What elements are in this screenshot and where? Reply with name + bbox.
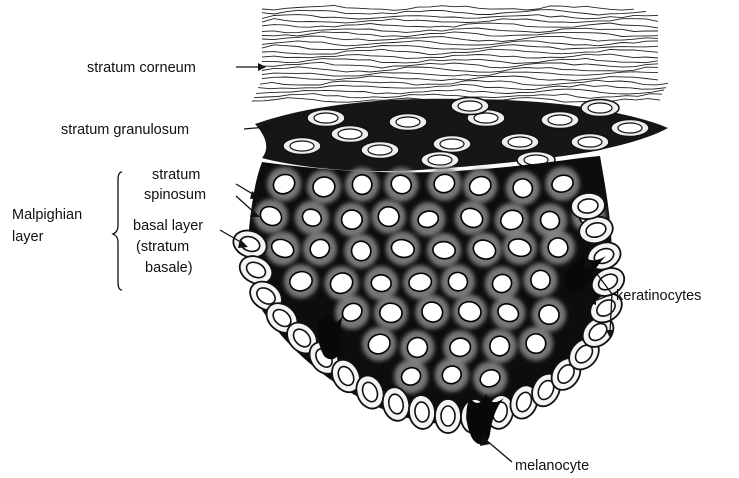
corneum-line [262, 67, 658, 72]
stratum-corneum-layer [252, 5, 668, 102]
corneum-line [262, 5, 634, 10]
keratinocyte-nucleus [341, 210, 362, 230]
corneum-line [262, 36, 658, 41]
basal-nucleus [441, 406, 455, 426]
label-basal-layer-line1: basal layer [133, 218, 203, 234]
label-keratinocytes: keratinocytes [616, 288, 701, 304]
granulosum-nucleus [458, 101, 482, 111]
granulosum-nucleus [338, 129, 362, 139]
corneum-line [262, 62, 658, 68]
label-stratum-spinosum-line2: spinosum [144, 187, 206, 203]
corneum-line [262, 72, 658, 76]
label-stratum-granulosum: stratum granulosum [61, 122, 189, 138]
label-basal-layer-line3: basale) [145, 260, 193, 276]
label-malpighian-line1: Malpighian [12, 207, 82, 223]
granulosum-nucleus [440, 139, 464, 149]
corneum-line [256, 89, 664, 94]
granulosum-nucleus [368, 145, 392, 155]
stratum-granulosum-layer [255, 98, 668, 172]
label-stratum-corneum: stratum corneum [87, 60, 196, 76]
label-basal-layer-line2: (stratum [136, 239, 189, 255]
label-melanocyte: melanocyte [515, 458, 589, 474]
label-malpighian-line2: layer [12, 229, 44, 245]
corneum-line [254, 94, 662, 99]
granulosum-nucleus [508, 137, 532, 147]
label-stratum-spinosum-line1: stratum [152, 167, 200, 183]
corneum-line [262, 19, 658, 23]
granulosum-nucleus [618, 123, 642, 133]
corneum-line [262, 49, 658, 55]
corneum-line [262, 76, 658, 81]
granulosum-nucleus [396, 117, 420, 127]
granulosum-nucleus [588, 103, 612, 113]
keratinocyte-nucleus [379, 302, 403, 323]
corneum-line [262, 23, 658, 28]
granulosum-nucleus [578, 137, 602, 147]
corneum-line [262, 54, 658, 58]
corneum-line [262, 10, 646, 15]
granulosum-nucleus [314, 113, 338, 123]
granulosum-nucleus [290, 141, 314, 151]
granulosum-nucleus [548, 115, 572, 125]
granulosum-nucleus [428, 155, 452, 165]
